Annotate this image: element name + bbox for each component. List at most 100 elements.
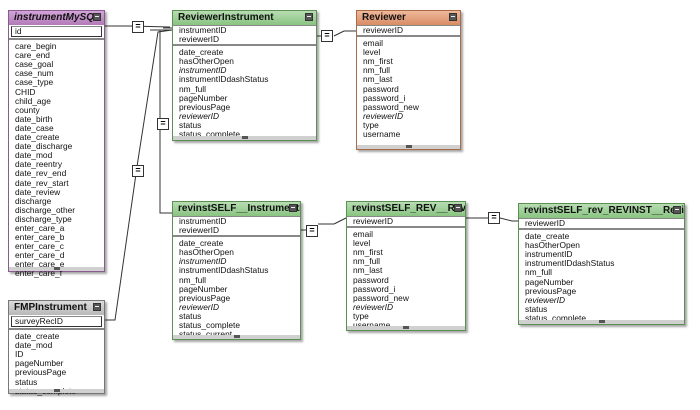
field-row[interactable]: date_create xyxy=(525,232,570,242)
field-row[interactable]: date_create xyxy=(15,332,60,342)
relationship-symbol[interactable]: = xyxy=(157,118,169,130)
resize-handle[interactable] xyxy=(173,335,300,339)
field-row[interactable]: reviewerID xyxy=(363,111,404,121)
field-row[interactable]: previousPage xyxy=(179,293,231,303)
table-header[interactable]: ReviewerInstrument xyxy=(173,11,316,25)
field-row[interactable]: type xyxy=(353,311,369,321)
field-row[interactable]: date_birth xyxy=(15,114,53,124)
field-row[interactable]: reviewerID xyxy=(179,226,220,236)
table-header[interactable]: Reviewer xyxy=(357,11,460,25)
table-reviewerinstrument[interactable]: ReviewerInstrument instrumentID reviewer… xyxy=(172,10,317,141)
field-row[interactable]: instrumentIDdashStatus xyxy=(525,259,615,269)
table-header[interactable]: revinstSELF_rev_REVINST__ReviewerID xyxy=(519,204,684,218)
field-row[interactable]: pageNumber xyxy=(179,284,228,294)
table-revinstself-rev-reviewerid[interactable]: revinstSELF_REV__ReviewerID reviewerID e… xyxy=(346,201,466,331)
field-row[interactable]: date_review xyxy=(15,187,61,197)
resize-handle[interactable] xyxy=(173,136,316,140)
field-row[interactable]: reviewerID xyxy=(179,302,220,312)
relationship-symbol[interactable]: = xyxy=(488,212,500,224)
field-row[interactable]: previousPage xyxy=(15,368,67,378)
field-row[interactable]: care_end xyxy=(15,51,50,61)
field-row[interactable]: enter_care_d xyxy=(15,251,65,261)
field-row[interactable]: status_complete xyxy=(179,130,240,140)
field-row[interactable]: instrumentIDdashStatus xyxy=(179,75,269,85)
field-row[interactable]: nm_first xyxy=(353,248,383,258)
field-row[interactable]: id xyxy=(11,26,102,38)
field-row[interactable]: status xyxy=(15,377,38,387)
table-header[interactable]: instrumentMySQL xyxy=(9,11,104,25)
field-row[interactable]: instrumentIDdashStatus xyxy=(179,266,269,276)
field-row[interactable]: previousPage xyxy=(525,286,577,296)
field-row[interactable]: reviewerID xyxy=(525,295,566,305)
field-row[interactable]: case_num xyxy=(15,69,54,79)
field-row[interactable]: child_age xyxy=(15,96,51,106)
field-row[interactable]: nm_full xyxy=(353,257,380,267)
field-row[interactable]: password_new xyxy=(363,102,419,112)
field-row[interactable]: level xyxy=(353,239,371,249)
field-row[interactable]: reviewerID xyxy=(347,216,465,226)
field-row[interactable]: date_rev_start xyxy=(15,178,69,188)
resize-handle[interactable] xyxy=(9,389,104,393)
field-row[interactable]: status xyxy=(179,311,202,321)
field-row[interactable]: nm_first xyxy=(363,57,393,67)
field-row[interactable]: type xyxy=(363,120,379,130)
field-row[interactable]: care_begin xyxy=(15,42,57,52)
field-row[interactable]: nm_last xyxy=(363,75,393,85)
field-row[interactable]: county xyxy=(15,105,40,115)
field-row[interactable]: date_reentry xyxy=(15,160,63,170)
field-row[interactable]: pageNumber xyxy=(179,93,228,103)
window-icon[interactable] xyxy=(305,13,313,21)
field-row[interactable]: reviewerID xyxy=(353,302,394,312)
field-row[interactable]: date_mod xyxy=(15,151,53,161)
relationship-symbol[interactable]: = xyxy=(132,165,144,177)
window-icon[interactable] xyxy=(93,13,101,21)
field-row[interactable]: password xyxy=(363,84,399,94)
field-row[interactable]: password_new xyxy=(353,293,409,303)
field-row[interactable]: pageNumber xyxy=(15,359,64,369)
table-revinstself-rev-revinst-reviewerid[interactable]: revinstSELF_rev_REVINST__ReviewerID revi… xyxy=(518,203,685,325)
field-row[interactable]: reviewerID xyxy=(179,111,220,121)
field-row[interactable]: discharge_other xyxy=(15,205,76,215)
field-row[interactable]: previousPage xyxy=(179,102,231,112)
field-row[interactable]: date_mod xyxy=(15,341,53,351)
window-icon[interactable] xyxy=(289,204,297,212)
field-row[interactable]: level xyxy=(363,48,381,58)
field-row[interactable]: date_create xyxy=(179,239,224,249)
field-row[interactable]: instrumentID xyxy=(173,25,316,35)
field-row[interactable]: password xyxy=(353,275,389,285)
field-row[interactable]: surveyRecID xyxy=(11,316,102,328)
field-row[interactable]: nm_last xyxy=(353,266,383,276)
resize-handle[interactable] xyxy=(347,326,465,330)
resize-handle[interactable] xyxy=(357,145,460,149)
table-header[interactable]: revinstSELF__InstrumentID xyxy=(173,202,300,216)
field-row[interactable]: CHID xyxy=(15,87,36,97)
relationship-symbol[interactable]: = xyxy=(132,21,144,33)
field-row[interactable]: discharge xyxy=(15,196,52,206)
field-row[interactable]: hasOtherOpen xyxy=(179,57,234,67)
window-icon[interactable] xyxy=(454,204,462,212)
field-row[interactable]: pageNumber xyxy=(525,277,574,287)
field-row[interactable]: enter_care_c xyxy=(15,242,64,252)
resize-handle[interactable] xyxy=(519,320,684,324)
field-row[interactable]: date_create xyxy=(15,133,60,143)
field-row[interactable]: nm_full xyxy=(179,275,206,285)
field-row[interactable]: username xyxy=(347,321,465,330)
relationship-symbol[interactable]: = xyxy=(321,30,333,42)
field-row[interactable]: status xyxy=(179,120,202,130)
field-row[interactable]: enter_care_a xyxy=(15,223,65,233)
field-row[interactable]: enter_care_f xyxy=(15,269,63,279)
field-row[interactable]: nm_full xyxy=(525,268,552,278)
field-row[interactable]: instrumentID xyxy=(179,257,227,267)
field-row[interactable]: enter_care_e xyxy=(15,260,65,270)
field-row[interactable]: case_type xyxy=(15,78,54,88)
field-row[interactable]: date_case xyxy=(15,123,54,133)
table-header[interactable]: revinstSELF_REV__ReviewerID xyxy=(347,202,465,216)
relationship-symbol[interactable]: = xyxy=(306,225,318,237)
field-row[interactable]: status_complete xyxy=(179,321,240,331)
field-row[interactable]: ID xyxy=(15,350,24,360)
field-row[interactable]: date_rev_end xyxy=(15,169,67,179)
field-row[interactable]: date_create xyxy=(179,48,224,58)
